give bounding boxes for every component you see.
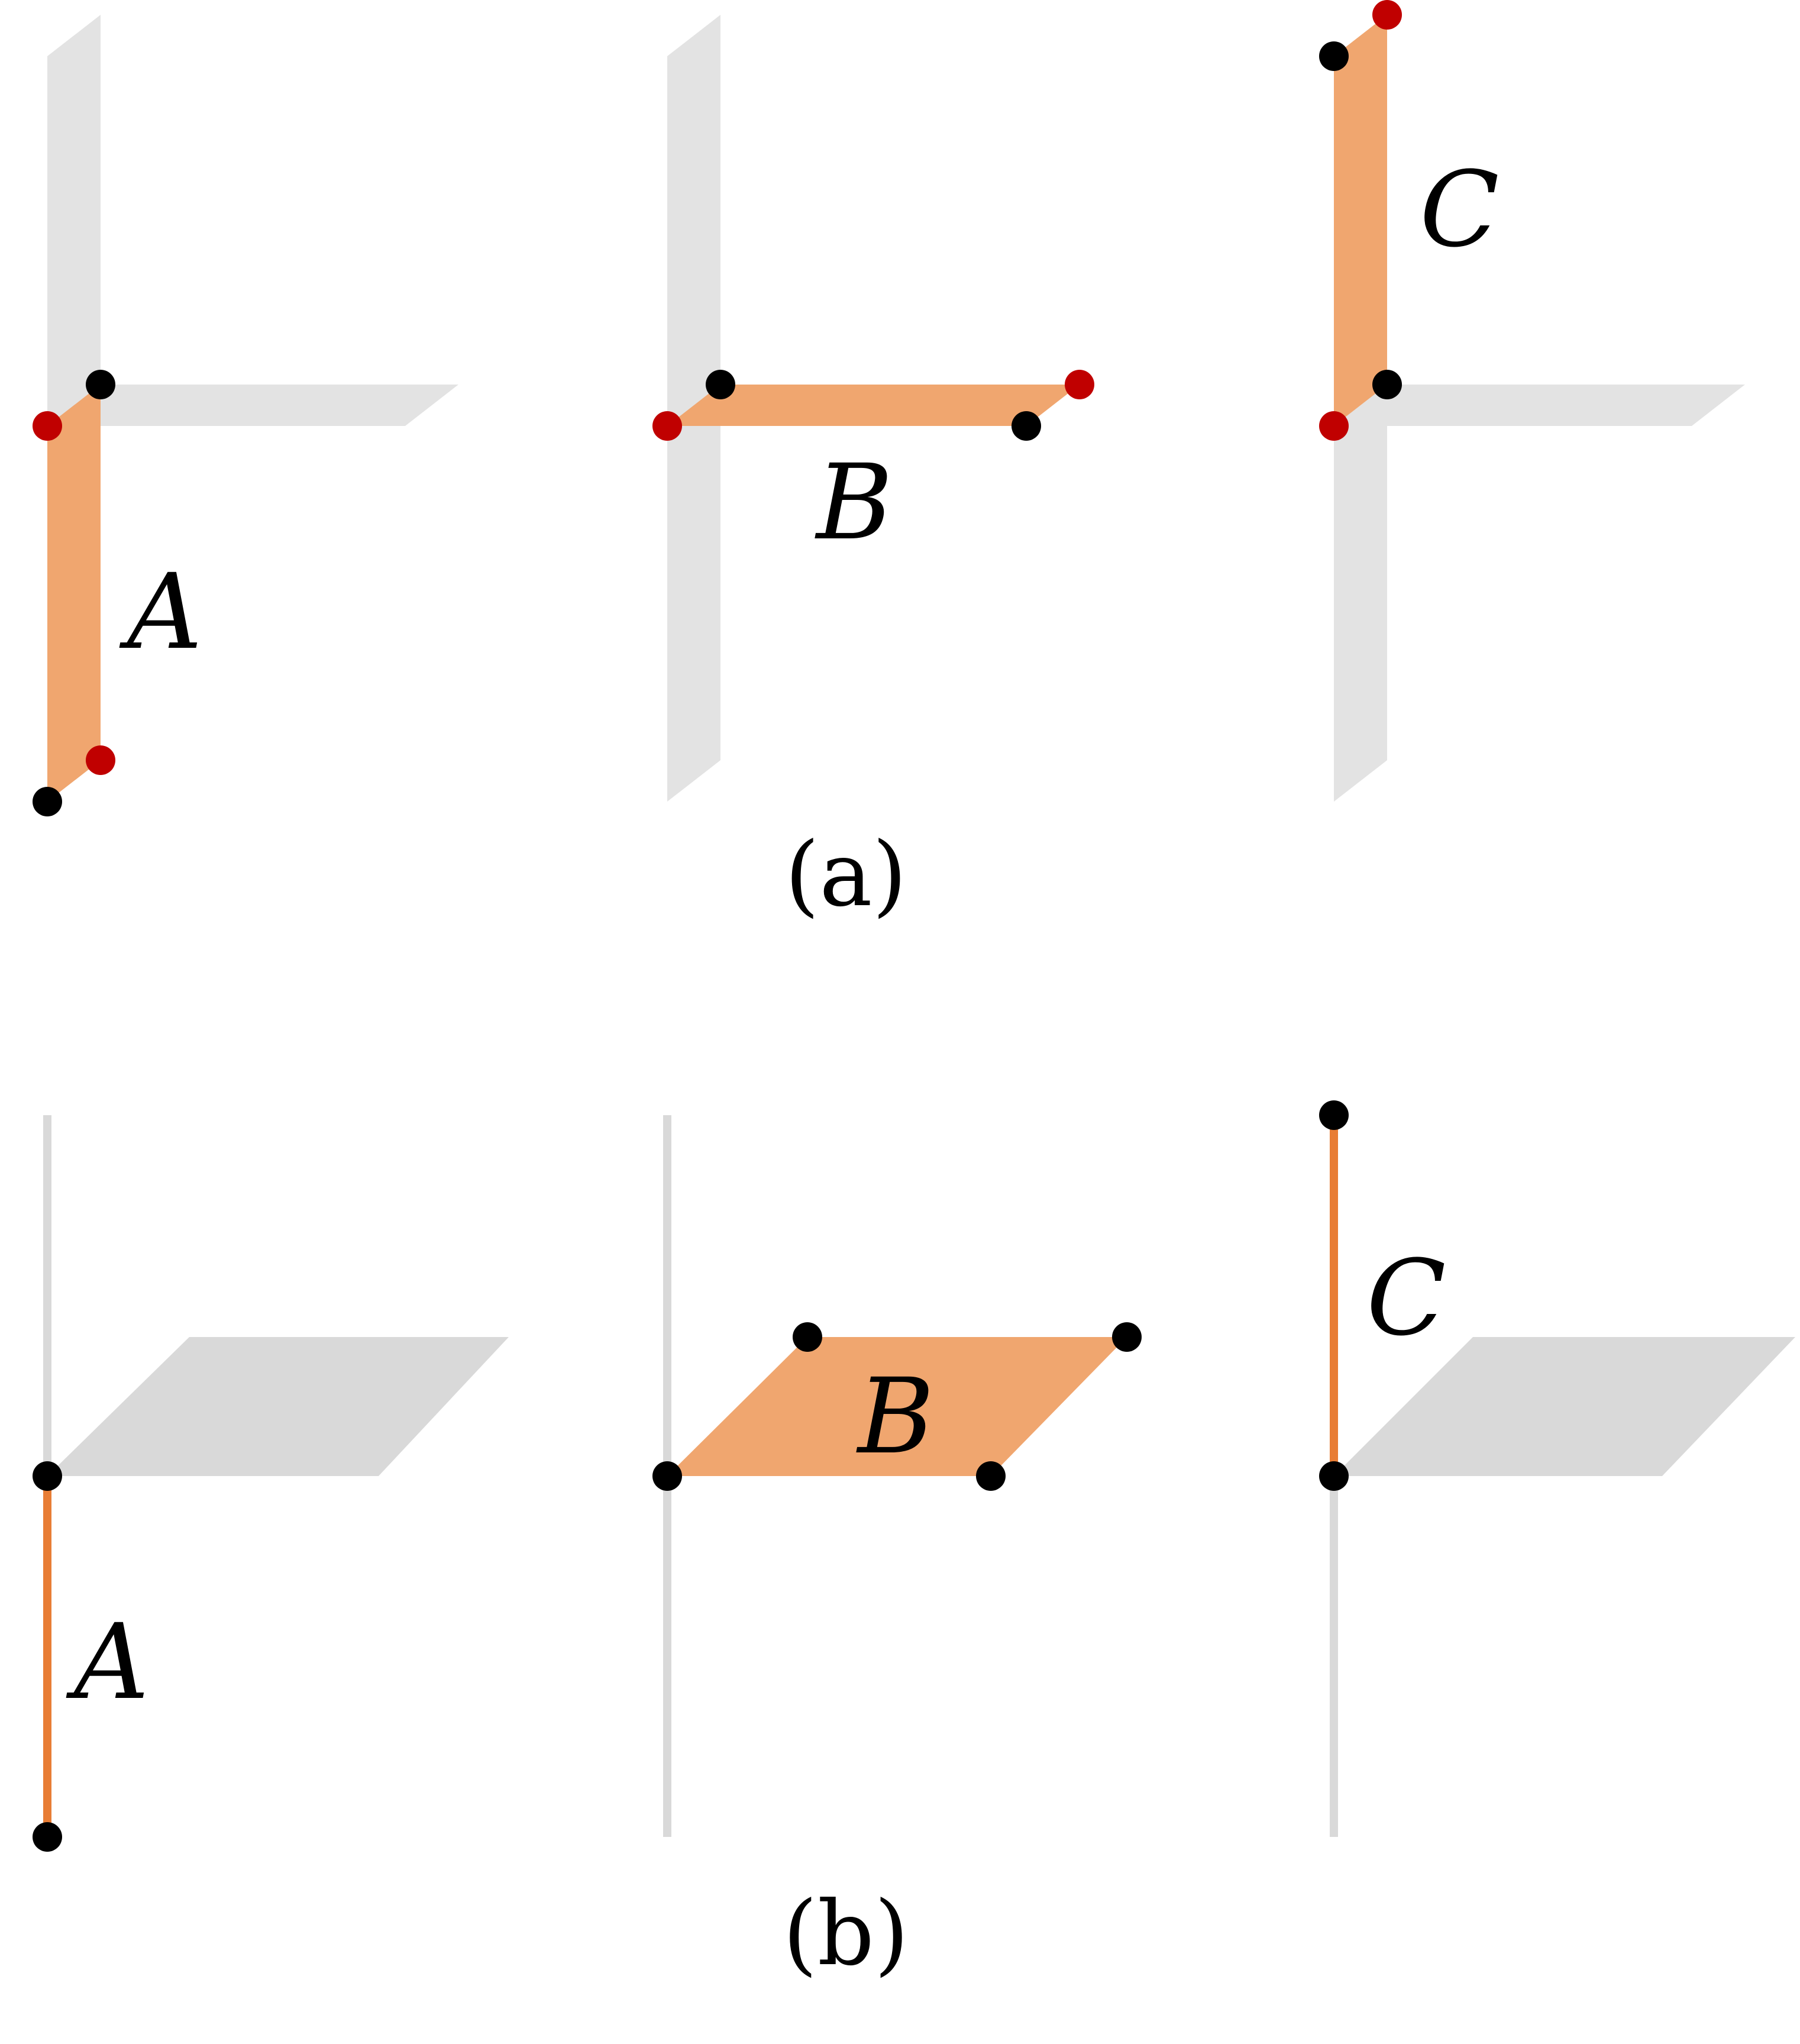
- black-vertex: [652, 1461, 682, 1491]
- gray-horizontal-plane: [1334, 385, 1745, 426]
- gray-horizontal-plane: [1334, 1337, 1795, 1476]
- red-vertex: [33, 411, 62, 441]
- orange-region-C: [1334, 15, 1387, 426]
- gray-horizontal-plane: [47, 385, 458, 426]
- black-vertex: [1319, 1461, 1349, 1491]
- label-B: B: [815, 442, 893, 563]
- black-vertex: [33, 1461, 62, 1491]
- black-vertex: [1372, 370, 1402, 399]
- black-vertex: [793, 1322, 822, 1352]
- red-vertex: [1319, 411, 1349, 441]
- panel-a-right: C: [1319, 0, 1745, 802]
- red-vertex: [1065, 370, 1094, 399]
- gray-horizontal-plane: [47, 1337, 509, 1476]
- orange-region-B: [667, 385, 1080, 426]
- black-vertex: [976, 1461, 1006, 1491]
- black-vertex: [33, 1822, 62, 1852]
- label-A: A: [119, 551, 202, 673]
- label-C: C: [1420, 149, 1500, 270]
- black-vertex: [1012, 411, 1041, 441]
- black-vertex: [1319, 41, 1349, 71]
- black-vertex: [86, 370, 115, 399]
- panel-b-right: C: [1319, 1100, 1795, 1837]
- orange-region-B: [667, 1337, 1127, 1476]
- black-vertex: [706, 370, 735, 399]
- panel-b-left: A: [33, 1115, 509, 1852]
- panel-a-left: A: [33, 15, 458, 816]
- panel-b-middle: B: [652, 1115, 1142, 1837]
- orange-region-A: [47, 385, 101, 802]
- caption-b: (b): [783, 1882, 909, 1985]
- red-vertex: [1372, 0, 1402, 30]
- label-C: C: [1366, 1238, 1446, 1359]
- label-B: B: [856, 1356, 934, 1477]
- black-vertex: [1319, 1100, 1349, 1130]
- label-A: A: [66, 1601, 149, 1723]
- black-vertex: [1112, 1322, 1142, 1352]
- black-vertex: [33, 787, 62, 816]
- caption-a: (a): [785, 824, 907, 926]
- red-vertex: [86, 745, 115, 775]
- panel-a-middle: B: [652, 15, 1094, 802]
- red-vertex: [652, 411, 682, 441]
